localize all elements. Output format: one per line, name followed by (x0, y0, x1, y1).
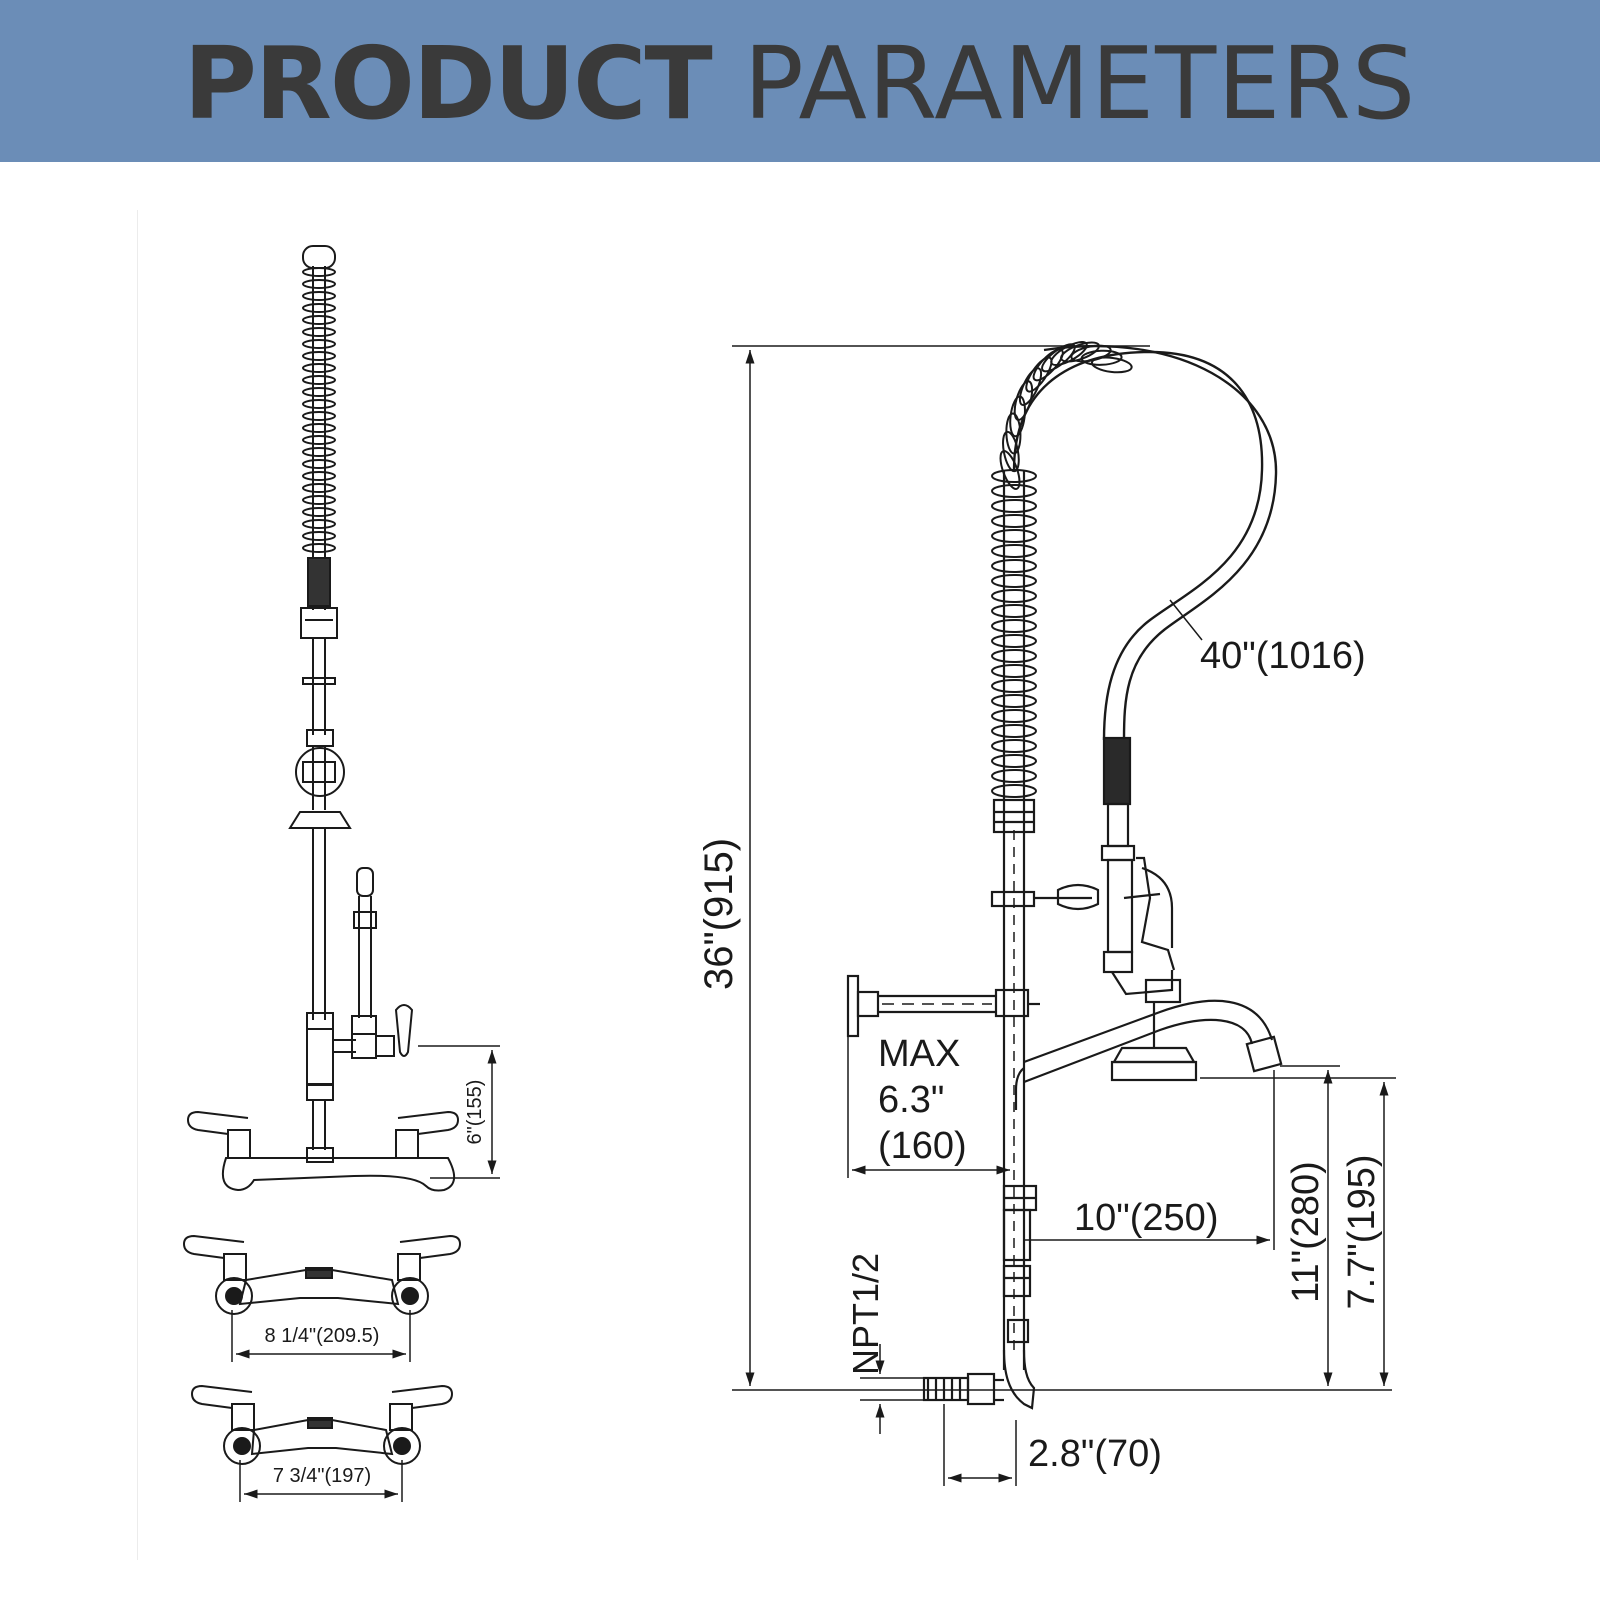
dimension-10in (1024, 1070, 1275, 1250)
coil (1090, 356, 1133, 374)
hose-leader (1169, 599, 1203, 641)
coil (991, 514, 1037, 528)
front-view-faucet (186, 245, 460, 1192)
coil (302, 483, 336, 493)
dimension-11in (1280, 1065, 1340, 1386)
coil (302, 435, 336, 445)
dimension-36in-label: 36"(915) (697, 838, 741, 990)
dimension-40in-label: 40"(1016) (1200, 635, 1366, 677)
dimension-2-8in-label: 2.8"(70) (1028, 1433, 1162, 1475)
coil (302, 375, 336, 385)
dimension-7-75in-label: 7 3/4"(197) (273, 1465, 371, 1487)
coil (991, 634, 1037, 648)
max-label-line2: 6.3" (878, 1079, 944, 1121)
coil (302, 471, 336, 481)
coil (991, 499, 1037, 513)
coil (991, 679, 1037, 693)
coil (302, 411, 336, 421)
coil (1050, 341, 1088, 366)
dimension-11in-label: 11"(280) (1285, 1161, 1327, 1303)
spring-coils (302, 267, 336, 553)
top-view-faucet-1 (182, 1234, 462, 1315)
coil (302, 327, 336, 337)
side-view-faucet (846, 341, 1283, 1410)
dimension-6in (418, 1045, 500, 1179)
coil (991, 544, 1037, 558)
coil (302, 315, 336, 325)
coil (991, 529, 1037, 543)
coil (302, 507, 336, 517)
coil (991, 664, 1037, 678)
coil (991, 709, 1037, 723)
dimension-6in-label: 6"(155) (464, 1080, 486, 1145)
coil (1018, 367, 1043, 406)
coil (302, 363, 336, 373)
coil (991, 754, 1037, 768)
coil (302, 543, 336, 553)
coil (302, 267, 336, 277)
dimension-10in-label: 10"(250) (1074, 1197, 1218, 1239)
coil (302, 423, 336, 433)
thread-label: NPT1/2 (845, 1253, 886, 1375)
coil (991, 649, 1037, 663)
title-light: PARAMETERS (743, 25, 1417, 142)
coil (991, 784, 1037, 798)
coil (302, 399, 336, 409)
coil (991, 619, 1037, 633)
coil (991, 694, 1037, 708)
coil (302, 339, 336, 349)
coil (1080, 349, 1123, 366)
coil (991, 724, 1037, 738)
dimension-max-6-3in (847, 1036, 1010, 1178)
dimension-36in (732, 345, 1392, 1391)
coil (302, 279, 336, 289)
dimension-7-7in-label: 7.7"(195) (1341, 1154, 1383, 1309)
coil (302, 519, 336, 529)
page-title: PRODUCT PARAMETERS (184, 34, 1417, 134)
coil (302, 495, 336, 505)
dimension-8-25in-label: 8 1/4"(209.5) (265, 1325, 380, 1347)
coil (991, 769, 1037, 783)
coil (991, 574, 1037, 588)
dimension-2-8in (943, 1404, 1017, 1486)
coil (991, 589, 1037, 603)
coil (1025, 356, 1053, 393)
coil (991, 604, 1037, 618)
dimension-7-7in (1200, 1077, 1396, 1386)
top-view-faucet-2 (190, 1384, 454, 1465)
header-banner: PRODUCT PARAMETERS (0, 0, 1600, 162)
side-spring-coils (991, 341, 1133, 798)
max-label-line3: (160) (878, 1125, 967, 1167)
dimension-7-75in (239, 1460, 403, 1502)
coil (991, 484, 1037, 498)
max-label-line1: MAX (878, 1033, 960, 1075)
coil (302, 459, 336, 469)
dimension-npt (860, 1344, 924, 1434)
coil (302, 447, 336, 457)
coil (302, 387, 336, 397)
coil (302, 351, 336, 361)
panel-edge (137, 210, 138, 1560)
coil (302, 303, 336, 313)
dimension-8-25in (231, 1310, 411, 1362)
coil (302, 531, 336, 541)
coil (991, 559, 1037, 573)
coil (302, 291, 336, 301)
coil (991, 739, 1037, 753)
title-bold: PRODUCT (183, 25, 713, 142)
